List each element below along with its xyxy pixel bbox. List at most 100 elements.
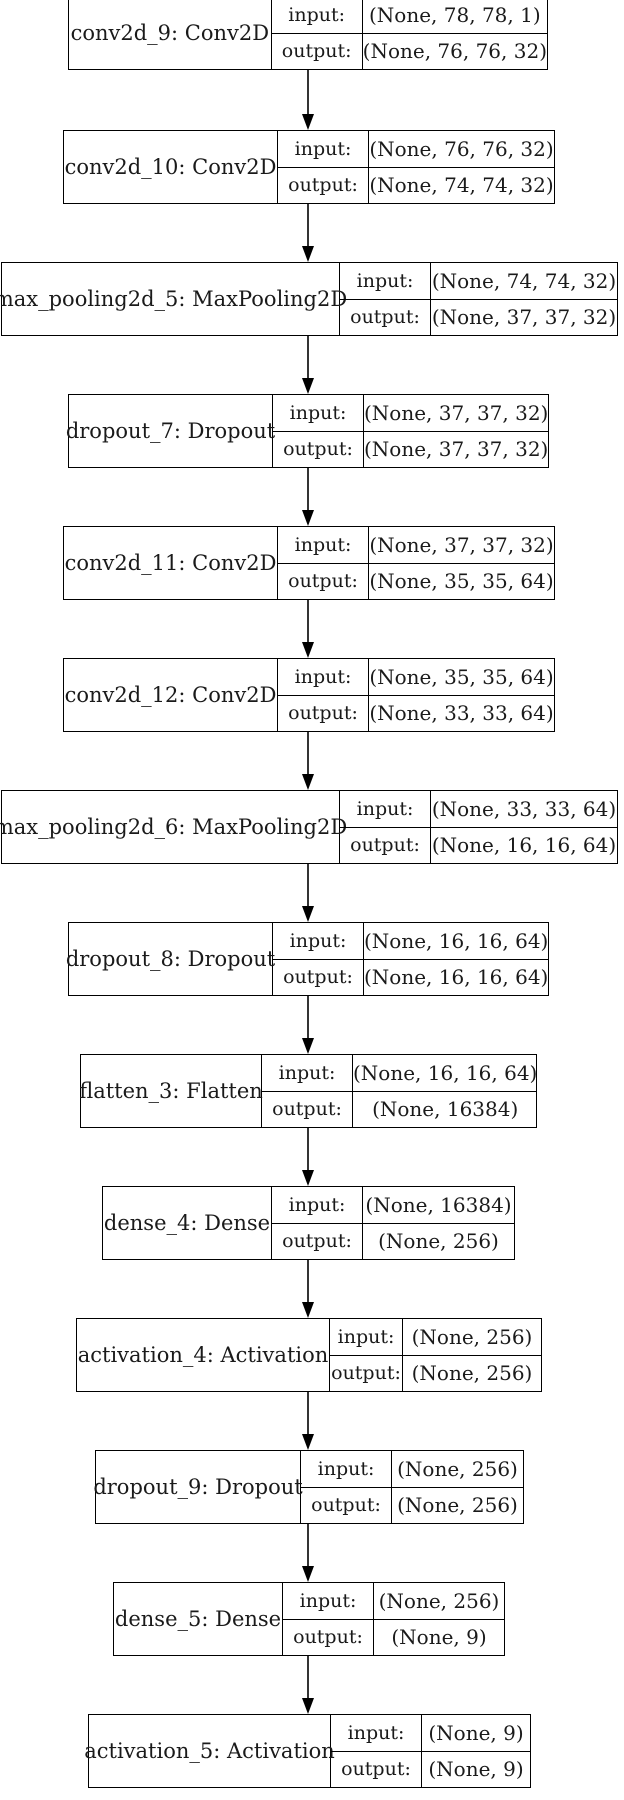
arrow-head-icon [302,642,314,658]
layer-io-table: input:(None, 37, 37, 32)output:(None, 37… [273,395,549,467]
arrow-head-icon [302,1302,314,1318]
input-shape: (None, 256) [397,1456,518,1481]
input-shape: (None, 76, 76, 32) [369,136,554,161]
input-shape: (None, 256) [378,1588,500,1613]
input-shape: (None, 16, 16, 64) [353,1060,538,1085]
layer-name: conv2d_10: Conv2D [64,131,278,203]
layer-io-table: input:(None, 33, 33, 64)output:(None, 16… [340,791,617,863]
input-row: input:(None, 16384) [272,1187,514,1223]
layer-name: activation_4: Activation [77,1319,330,1391]
layer-io-table: input:(None, 78, 78, 1)output:(None, 76,… [271,0,547,69]
output-shape: (None, 33, 33, 64) [369,701,554,726]
layer-io-table: input:(None, 256)output:(None, 9) [283,1583,504,1655]
output-row: output:(None, 76, 76, 32) [271,32,547,69]
layer-name: activation_5: Activation [84,1715,335,1787]
layer-io-table: input:(None, 16, 16, 64)output:(None, 16… [262,1055,538,1127]
input-shape: (None, 33, 33, 64) [431,796,617,821]
arrow-head-icon [302,1566,314,1582]
input-row: input:(None, 35, 35, 64) [278,659,554,695]
layer-io-table: input:(None, 74, 74, 32)output:(None, 37… [340,263,617,335]
output-row: output:(None, 33, 33, 64) [278,694,554,731]
input-label: input: [273,395,364,431]
layer-name: dense_4: Dense [103,1187,272,1259]
input-shape: (None, 74, 74, 32) [431,268,617,293]
input-label: input: [278,659,369,695]
output-row: output:(None, 16, 16, 64) [340,826,617,863]
arrow-head-icon [302,510,314,526]
output-shape: (None, 74, 74, 32) [369,173,554,198]
input-row: input:(None, 9) [331,1715,530,1751]
layer-name: dropout_9: Dropout [93,1451,303,1523]
layer-name: max_pooling2d_6: MaxPooling2D [0,791,347,863]
input-label: input: [340,263,431,299]
arrow-head-icon [302,906,314,922]
input-shape: (None, 37, 37, 32) [369,532,554,557]
output-shape: (None, 16, 16, 64) [431,833,617,858]
output-shape: (None, 37, 37, 32) [431,305,617,330]
output-row: output:(None, 256) [272,1222,514,1259]
input-label: input: [272,1187,363,1223]
layer-name: dropout_7: Dropout [66,395,275,467]
layer-name: dropout_8: Dropout [66,923,275,995]
input-row: input:(None, 37, 37, 32) [278,527,554,563]
layer-io-table: input:(None, 16384)output:(None, 256) [272,1187,514,1259]
output-row: output:(None, 37, 37, 32) [273,430,549,467]
input-row: input:(None, 16, 16, 64) [262,1055,537,1091]
output-shape: (None, 9) [428,1757,524,1782]
output-shape: (None, 256) [411,1361,533,1386]
input-label: input: [272,0,363,33]
arrow-head-icon [302,1038,314,1054]
output-label: output: [283,1619,374,1655]
input-shape: (None, 78, 78, 1) [369,2,541,27]
input-row: input:(None, 37, 37, 32) [273,395,548,431]
arrow-head-icon [302,246,314,262]
output-label: output: [301,1487,392,1523]
output-row: output:(None, 256) [330,1354,541,1391]
output-label: output: [273,959,364,995]
input-shape: (None, 35, 35, 64) [369,664,554,689]
output-label: output: [340,827,431,863]
output-row: output:(None, 16384) [262,1090,538,1127]
input-label: input: [273,923,364,959]
output-row: output:(None, 37, 37, 32) [340,298,617,335]
input-shape: (None, 9) [428,1720,524,1745]
layer-name: max_pooling2d_5: MaxPooling2D [0,263,347,335]
output-label: output: [331,1751,422,1787]
input-row: input:(None, 256) [301,1451,523,1487]
arrow-head-icon [302,1434,314,1450]
output-shape: (None, 76, 76, 32) [362,39,547,64]
input-row: input:(None, 256) [330,1319,541,1355]
output-shape: (None, 35, 35, 64) [369,569,554,594]
output-shape: (None, 256) [397,1493,518,1518]
input-shape: (None, 16, 16, 64) [364,928,549,953]
input-shape: (None, 37, 37, 32) [364,400,549,425]
arrow-head-icon [302,1170,314,1186]
output-row: output:(None, 16, 16, 64) [273,958,549,995]
input-label: input: [331,1715,422,1751]
input-row: input:(None, 256) [283,1583,504,1619]
output-shape: (None, 16, 16, 64) [364,965,549,990]
output-label: output: [340,299,431,335]
layer-io-table: input:(None, 9)output:(None, 9) [331,1715,530,1787]
output-row: output:(None, 35, 35, 64) [278,562,554,599]
layer-io-table: input:(None, 35, 35, 64)output:(None, 33… [278,659,554,731]
input-label: input: [278,131,369,167]
arrow-head-icon [302,1698,314,1714]
input-label: input: [283,1583,374,1619]
output-row: output:(None, 9) [331,1750,530,1787]
output-label: output: [278,563,369,599]
output-label: output: [278,695,369,731]
output-shape: (None, 256) [378,1229,499,1254]
output-label: output: [278,167,369,203]
input-row: input:(None, 78, 78, 1) [272,0,547,33]
input-label: input: [340,791,431,827]
